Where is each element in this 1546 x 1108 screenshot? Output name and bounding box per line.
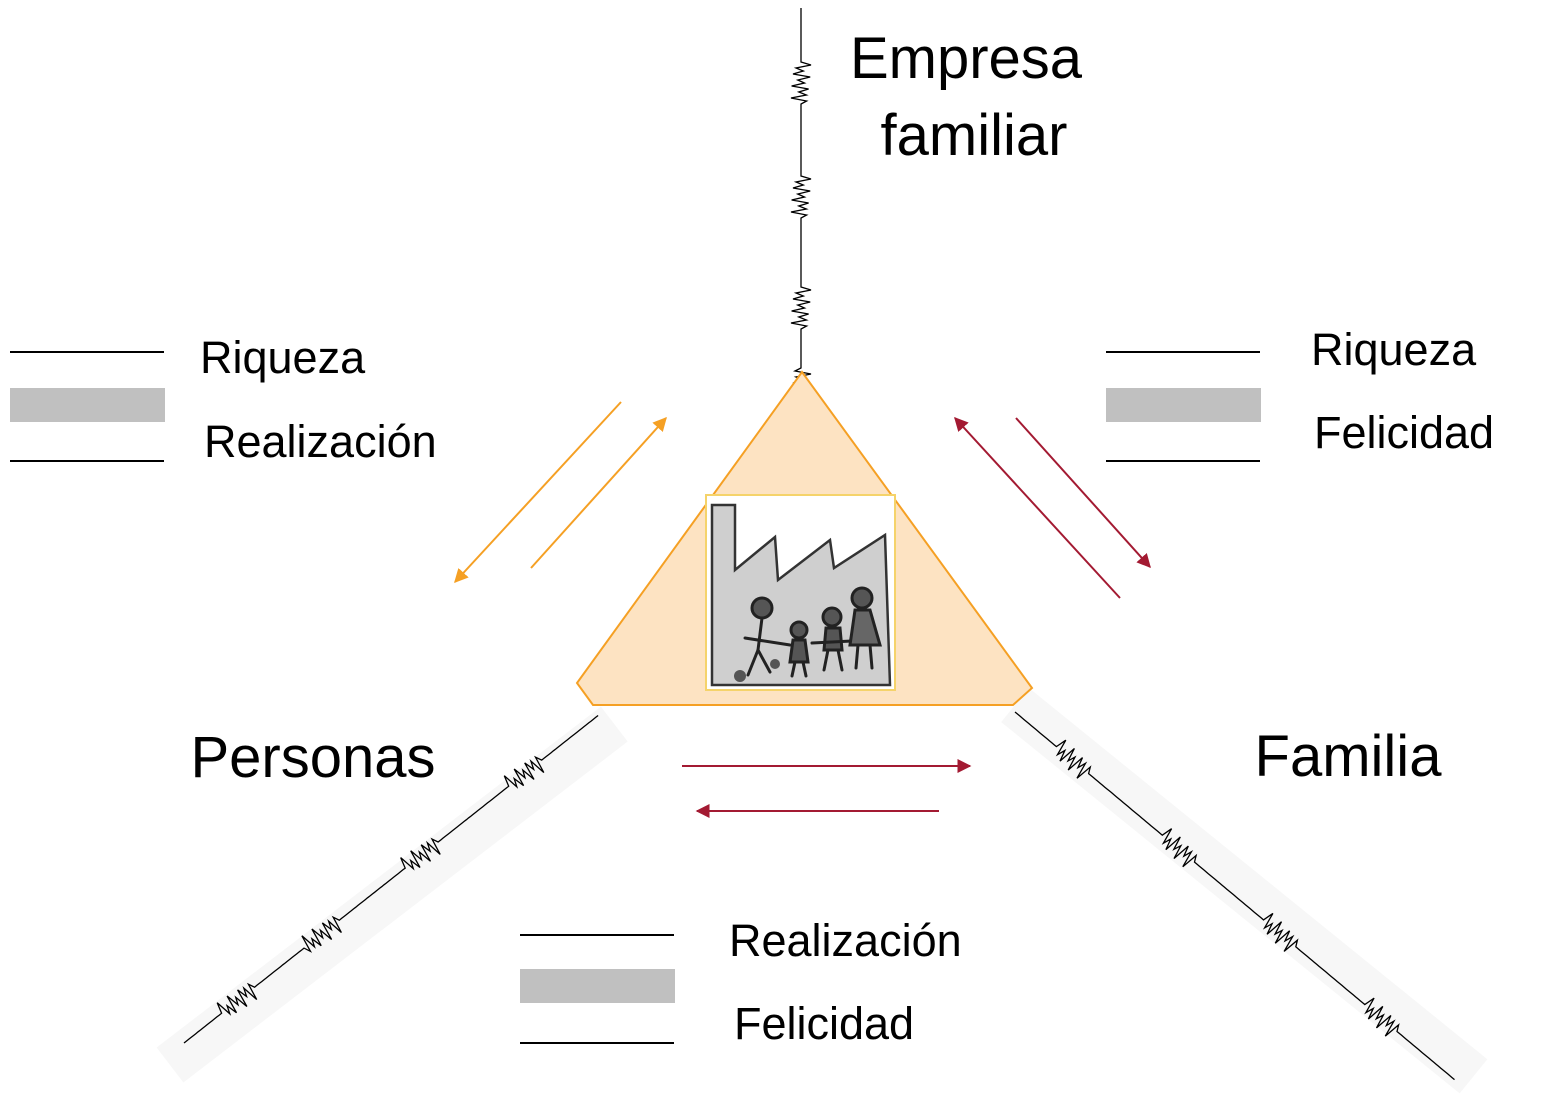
- left-axis-wavy-line: [183, 714, 599, 1044]
- vertex-label-right: Familia: [1255, 724, 1443, 789]
- right-axis-wavy-line: [1014, 711, 1455, 1081]
- left-outgoing-arrow: [454, 401, 622, 584]
- legend-bottom: Realización Felicidad: [520, 915, 962, 1049]
- legend-bottom-top-label: Realización: [729, 915, 962, 966]
- vertex-label-top-line2: familiar: [881, 103, 1068, 168]
- legend-left: Riqueza Realización: [10, 332, 437, 467]
- left-incoming-arrow: [530, 416, 667, 569]
- family-factory-drawing-icon: [705, 494, 896, 691]
- vertex-label-left: Personas: [190, 725, 435, 790]
- right-outgoing-arrow: [1015, 417, 1151, 569]
- top-axis-wavy-line: [790, 8, 812, 446]
- legend-left-bottom-label: Realización: [204, 416, 437, 467]
- left-axis-shadow: [156, 706, 628, 1083]
- legend-right-bottom-label: Felicidad: [1314, 407, 1494, 458]
- legend-right-top-label: Riqueza: [1311, 324, 1477, 375]
- legend-bottom-bottom-label: Felicidad: [734, 998, 914, 1049]
- vertex-label-top-line1: Empresa: [850, 26, 1083, 91]
- legend-left-top-label: Riqueza: [200, 332, 366, 383]
- right-axis-shadow: [1001, 687, 1488, 1094]
- right-incoming-arrow: [954, 416, 1121, 599]
- legend-right: Riqueza Felicidad: [1106, 324, 1494, 462]
